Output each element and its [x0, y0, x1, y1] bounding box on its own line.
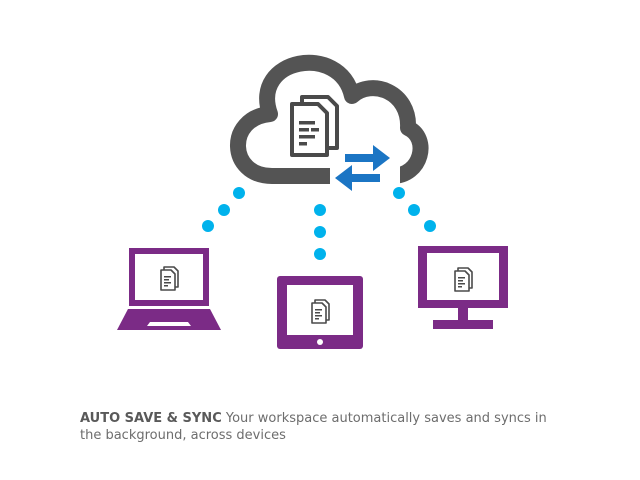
connection-dots: [202, 187, 436, 260]
laptop-icon: [117, 248, 221, 330]
monitor-icon: [418, 246, 508, 329]
feature-title: AUTO SAVE & SYNC: [80, 411, 222, 426]
cloud-icon: [230, 54, 429, 184]
sync-arrows-icon: [330, 145, 400, 200]
feature-description: Your workspace automatically saves and s…: [80, 411, 547, 443]
laptop-document-icon: [160, 266, 179, 291]
tablet-icon: [277, 276, 363, 349]
feature-caption: AUTO SAVE & SYNC Your workspace automati…: [80, 410, 560, 444]
sync-illustration: [117, 54, 508, 349]
cloud-document-icon: [290, 95, 339, 157]
